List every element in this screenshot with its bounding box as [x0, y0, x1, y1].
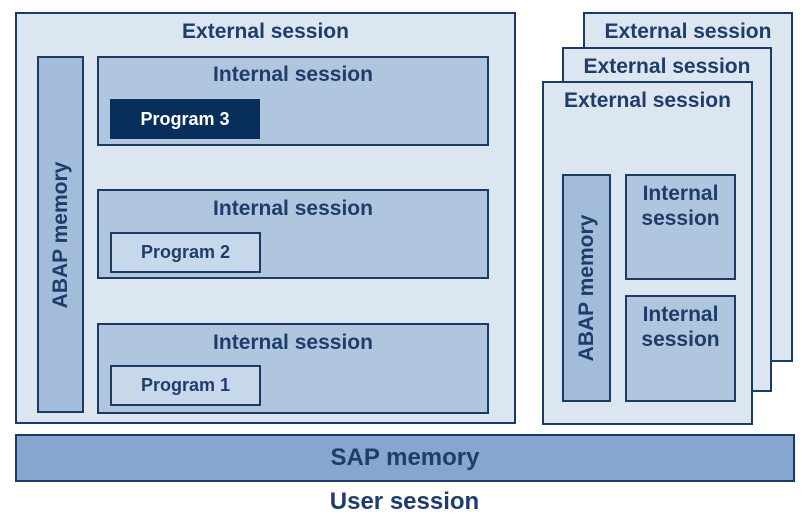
sap-memory-label: SAP memory	[330, 444, 480, 471]
external-session-title: External session	[182, 20, 349, 43]
external-session-title: External session	[564, 89, 731, 112]
external-session-title: External session	[604, 20, 772, 43]
abap-memory-label: ABAP memory	[574, 214, 598, 362]
program-1: Program 1	[110, 365, 261, 406]
internal-session-title: Internal session	[213, 63, 373, 86]
internal-session-title: Internal session	[213, 197, 373, 220]
program-1-label: Program 1	[140, 375, 231, 395]
sap-memory-bar: SAP memory	[15, 434, 795, 482]
program-2-label: Program 2	[140, 242, 231, 262]
abap-memory-main: ABAP memory	[37, 56, 84, 413]
internal-session-right-2: Internal session	[625, 295, 736, 402]
program-3: Program 3	[110, 99, 260, 139]
internal-session-title: Internal session	[213, 331, 373, 354]
internal-session-line-2: session	[641, 328, 720, 351]
external-session-title: External session	[583, 55, 751, 78]
abap-memory-label: ABAP memory	[48, 161, 72, 308]
internal-session-line-1: Internal	[642, 303, 719, 326]
internal-session-line-2: session	[641, 207, 720, 230]
internal-session-line-1: Internal	[642, 182, 719, 205]
user-session-label: User session	[329, 488, 480, 515]
abap-memory-right: ABAP memory	[562, 174, 611, 402]
program-3-label: Program 3	[140, 109, 230, 129]
program-2: Program 2	[110, 232, 261, 273]
internal-session-right-1: Internal session	[625, 174, 736, 280]
